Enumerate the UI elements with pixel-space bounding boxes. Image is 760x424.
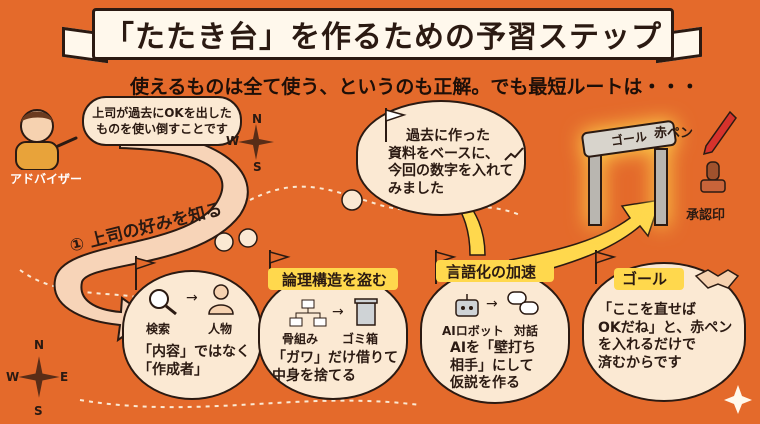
chat-icon: [507, 291, 539, 315]
search-icon: [149, 289, 177, 316]
advisor-speech-line: 上司が過去にOKを出した: [92, 106, 232, 120]
compass-w: W: [6, 370, 20, 384]
goal-title: ゴール: [622, 270, 668, 288]
goal-title-highlight: [614, 268, 684, 290]
compass-rose-icon: [238, 124, 274, 160]
step1-bubble: → 検索 人物 「内容」ではなく 「作成者」: [122, 256, 262, 400]
gate-pillar-left: [588, 152, 602, 226]
advisor-speech-line: ものを使い倒すことです: [96, 122, 228, 137]
step2-bubble: 論理構造を盗む → 骨組み ゴミ箱 「ガワ」だけ借りて 中身を捨てる: [258, 250, 408, 400]
step3-text: AIを「壁打ち: [450, 340, 537, 356]
page-title: 「たたき台」を作るための予習ステップ: [92, 8, 674, 60]
sparkle-icon: [724, 385, 752, 414]
chart-line-icon: [504, 147, 524, 161]
goal-text: を入れるだけで: [598, 337, 696, 353]
step3-title-highlight: [436, 260, 554, 282]
past-docs-bubble: 過去に作った 資料をベースに、 今回の数字を入れて みました: [356, 100, 526, 216]
advisor-label: アドバイザー: [10, 172, 83, 186]
compass-w: W: [226, 134, 240, 148]
thinking-faces-icon: [214, 228, 258, 252]
compass-s: S: [34, 404, 43, 418]
past-docs-text: 今回の数字を入れて: [388, 163, 514, 179]
past-docs-text: みました: [388, 180, 444, 197]
past-docs-text: 過去に作った: [406, 128, 490, 144]
goal-bubble: ゴール 「ここを直せば OKだね」と、赤ペン を入れるだけで 済むからです: [582, 250, 746, 402]
compass-s: S: [253, 160, 262, 174]
red-pen-icon: [702, 110, 737, 156]
step3-icon-label: 対話: [514, 324, 539, 338]
goal-text: OKだね」と、赤ペン: [598, 319, 733, 336]
goal-text: 済むからです: [598, 354, 682, 371]
compass-n: N: [252, 112, 263, 126]
person-icon: [208, 284, 234, 315]
step3-icon-label: AIロボット: [442, 324, 504, 338]
goal-gate: ゴール: [580, 118, 682, 228]
step2-icon-label: ゴミ箱: [342, 332, 379, 346]
step2-title-highlight: [268, 268, 398, 290]
compass-e: E: [60, 370, 69, 384]
handshake-icon: [694, 269, 740, 289]
step2-icon-label: 骨組み: [282, 332, 319, 346]
hierarchy-icon: [289, 299, 327, 327]
subtitle: 使えるものは全て使う、というのも正解。でも最短ルートは・・・: [130, 76, 700, 98]
step1-text: 「内容」ではなく: [138, 344, 250, 360]
step1-text: 「作成者」: [138, 361, 208, 378]
compass-bottom: N W E S: [6, 338, 69, 420]
step2-text: 中身を捨てる: [272, 367, 356, 384]
step1-icon-label: 検索: [146, 322, 171, 336]
advisor-avatar: [15, 109, 78, 170]
arrow-right-icon: →: [486, 296, 498, 312]
robot-icon: [455, 294, 479, 317]
step3-bubble: 言語化の加速 → AIロボット 対話 AIを「壁打ち 相手」にして 仮説を作る: [420, 250, 570, 404]
compass-rose-icon: [18, 356, 60, 398]
arrow-right-icon: →: [186, 290, 198, 306]
flag-icon: [385, 108, 407, 142]
red-pen-label: 赤ペン: [654, 126, 694, 141]
dotted-route: [249, 185, 521, 216]
flag-icon: [595, 250, 617, 284]
thinking-face-icon: [341, 189, 363, 211]
compass-n: N: [34, 338, 45, 352]
goal-text: 「ここを直せば: [598, 302, 696, 318]
stamp-icon: [700, 161, 726, 193]
past-docs-text: 資料をベースに、: [388, 145, 499, 162]
dotted-route-bottom: [79, 399, 421, 409]
advisor-speech-bubble: 上司が過去にOKを出した ものを使い倒すことです: [82, 96, 242, 146]
step1-icon-label: 人物: [208, 322, 233, 336]
step2-text: 「ガワ」だけ借りて: [272, 350, 398, 366]
step3-title: 言語化の加速: [446, 263, 537, 281]
arrow-right-icon: →: [332, 304, 344, 320]
compass-top: N W S: [226, 112, 276, 174]
step3-text: 仮説を作る: [450, 375, 520, 391]
gate-pillar-right: [654, 148, 668, 226]
step2-title: 論理構造を盗む: [282, 271, 388, 289]
stamp-label: 承認印: [686, 208, 726, 223]
dotted-route-lower: [19, 269, 151, 301]
step3-text: 相手」にして: [450, 357, 534, 374]
flag-icon: [135, 256, 157, 290]
trash-icon: [354, 298, 378, 326]
